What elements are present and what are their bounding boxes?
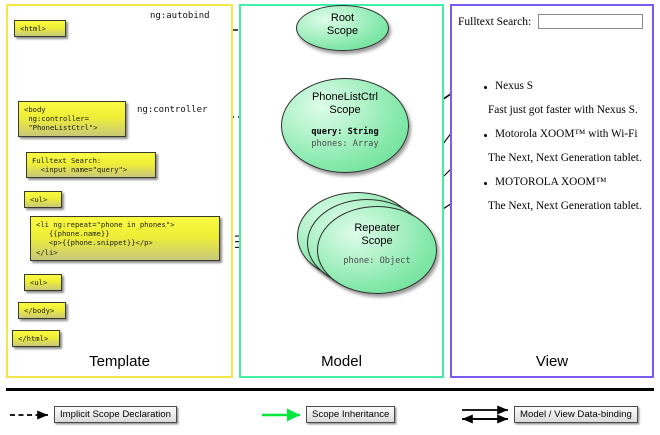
view-list-bullet (484, 182, 487, 185)
view-item-title: MOTOROLA XOOM™ (495, 176, 607, 188)
edge-label-ng-autobind: ng:autobind (150, 11, 210, 21)
view-search-input[interactable] (538, 14, 643, 29)
legend-item-implicit-scope-declaration: Implicit Scope Declaration (54, 406, 177, 423)
scope-root-title-line2: Scope (326, 25, 359, 37)
code-box-ul-close[interactable]: <ul> (24, 274, 62, 292)
view-item-snippet: The Next, Next Generation tablet. (488, 200, 642, 212)
code-box-body-open[interactable]: <body ng:controller= "PhoneListCtrl"> (18, 101, 126, 137)
model-panel-label: Model (321, 353, 362, 370)
property-name-phone: phone: (343, 256, 375, 266)
property-type-query: String (347, 127, 379, 137)
view-item-title: Nexus S (495, 80, 533, 92)
legend-item-model-view-data-binding: Model / View Data-binding (514, 406, 638, 423)
scope-phonelistctrl-title-line2: Scope (329, 104, 361, 116)
scope-repeater-property-phone: phone: Object (317, 256, 437, 267)
scope-phonelistctrl-property-phones: phones: Array (281, 139, 409, 150)
code-box-html-close[interactable]: </html> (12, 330, 60, 348)
view-panel: View (450, 4, 654, 378)
code-box-ul-open[interactable]: <ul> (24, 191, 62, 209)
scope-repeater-title-line1: Repeater (354, 222, 400, 234)
scope-phonelistctrl-property-query: query: String (281, 127, 409, 138)
legend-item-scope-inheritance: Scope Inheritance (306, 406, 396, 423)
code-box-html-open[interactable]: <html> (14, 20, 66, 38)
legend-arrow-databinding (462, 405, 508, 424)
property-type-phones: Array (352, 139, 379, 149)
code-box-body-close[interactable]: </body> (18, 302, 66, 320)
property-type-phone: Object (379, 256, 411, 266)
property-name-query: query: (311, 127, 343, 137)
scope-phonelistctrl-title-line1: PhoneListCtrl (311, 91, 379, 103)
code-box-fulltext-search[interactable]: Fulltext Search: <input name="query"> (26, 152, 156, 179)
scope-repeater[interactable] (317, 206, 437, 294)
view-search-label: Fulltext Search: (458, 16, 532, 28)
edge-label-ng-controller: ng:controller (137, 105, 208, 115)
view-item-snippet: The Next, Next Generation tablet. (488, 152, 642, 164)
legend-divider (6, 388, 654, 391)
view-item-snippet: Fast just got faster with Nexus S. (488, 104, 638, 116)
scope-repeater-title-line2: Scope (361, 235, 393, 247)
scope-root[interactable] (296, 5, 389, 51)
scope-root-title-line1: Root (330, 12, 355, 24)
model-panel: Model (239, 4, 444, 378)
code-box-li-repeat[interactable]: <li ng:repeat="phone in phones"> {{phone… (30, 216, 220, 261)
property-name-phones: phones: (311, 139, 348, 149)
view-item-title: Motorola XOOM™ with Wi-Fi (495, 128, 638, 140)
view-panel-label: View (535, 353, 569, 370)
scope-phonelistctrl[interactable] (281, 78, 409, 173)
view-list-bullet (484, 134, 487, 137)
template-panel-label: Template (89, 353, 150, 370)
view-list-bullet (484, 86, 487, 89)
